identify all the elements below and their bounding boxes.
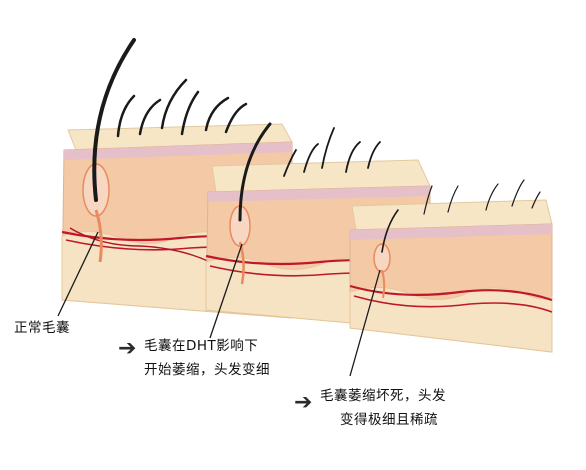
pointer-line-shrinking — [209, 243, 243, 339]
hair-strand-medium — [238, 122, 272, 222]
hair-strand — [116, 94, 136, 138]
progress-arrow-1: ➔ — [118, 336, 137, 361]
label-normal-follicle: 正常毛囊 — [14, 320, 70, 336]
skin-block-atrophied — [349, 179, 553, 353]
label-shrinking-line2: 开始萎缩，头发变细 — [144, 362, 270, 378]
label-atrophied-line2: 变得极细且稀疏 — [340, 412, 438, 428]
epidermis-layer — [350, 224, 552, 240]
hair-strand — [204, 96, 230, 132]
hair-strand — [531, 191, 541, 209]
label-atrophied-line1: 毛囊萎缩坏死，头发 — [320, 388, 446, 404]
hair-strand — [423, 185, 433, 215]
blood-vessel — [349, 284, 553, 302]
follicle-root — [94, 209, 103, 263]
hair-strand — [180, 90, 200, 136]
blood-vessel — [353, 295, 553, 313]
hair-strand — [321, 127, 335, 169]
hair-strand — [345, 141, 361, 173]
hair-strand — [160, 78, 188, 130]
hair-strand — [367, 141, 381, 169]
hair-strand — [283, 149, 297, 177]
progress-arrow-2: ➔ — [294, 390, 313, 415]
pointer-line-atrophied — [349, 269, 381, 377]
hair-strand — [303, 143, 319, 173]
hair-strand — [447, 185, 459, 213]
epidermis-layer — [64, 142, 292, 160]
hair-strand — [511, 179, 525, 207]
epidermis-layer — [208, 186, 430, 202]
label-shrinking-line1: 毛囊在DHT影响下 — [144, 338, 259, 354]
follicle-root — [381, 269, 386, 299]
hair-strand-thin — [381, 209, 399, 253]
hair-strand — [485, 183, 499, 211]
pointer-line-normal — [57, 231, 99, 317]
hair-strand-thick — [92, 38, 136, 202]
hair-strand — [224, 102, 248, 134]
blood-vessel — [69, 227, 211, 263]
hair-strand — [138, 98, 162, 136]
